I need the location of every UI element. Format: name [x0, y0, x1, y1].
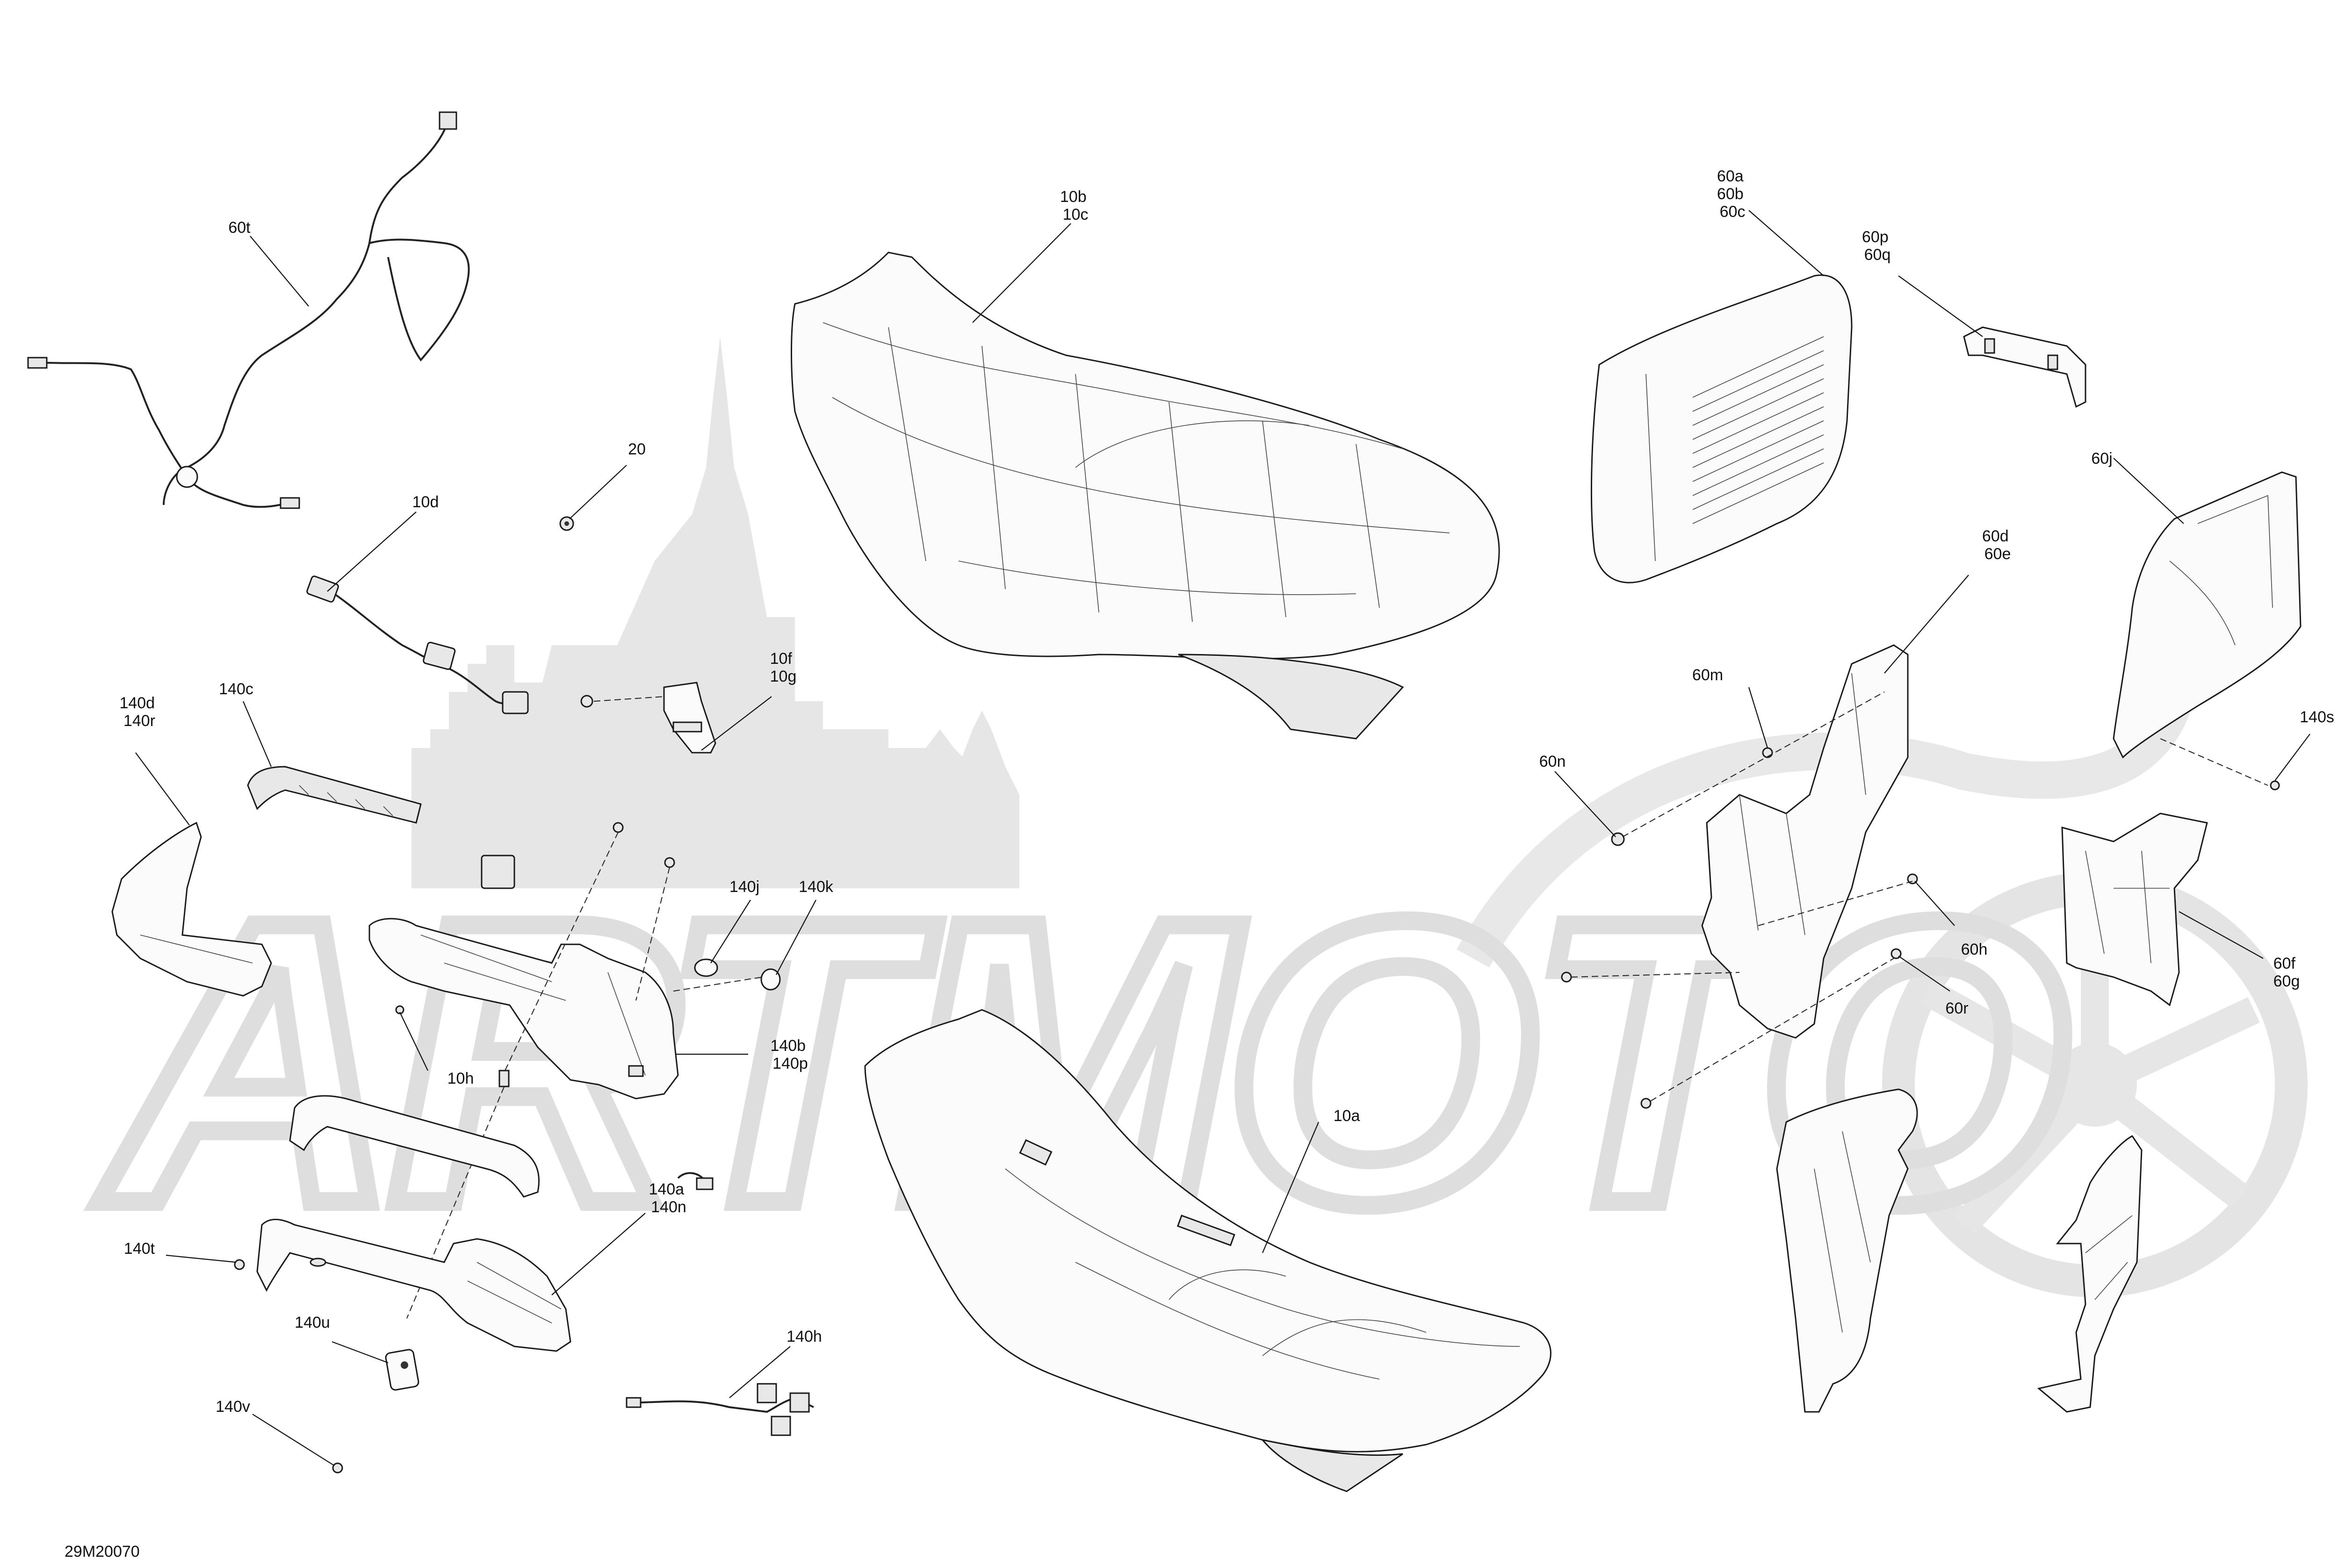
screw-140v: [332, 1462, 343, 1474]
armrest-140b: [368, 918, 679, 1100]
harness-140h: [626, 1383, 814, 1436]
cap-140u: [385, 1349, 419, 1391]
harness-60t: [27, 111, 470, 509]
clip-60p: [1963, 326, 2086, 408]
label-20: 20: [628, 440, 646, 458]
plug-140k: [673, 968, 781, 992]
label-140r: 140r: [123, 712, 155, 730]
label-60e: 60e: [1984, 545, 2011, 563]
label-140a: 140a: [649, 1180, 684, 1198]
label-140k: 140k: [799, 878, 834, 896]
svg-text:60t: 60t: [228, 219, 251, 237]
label-60f: 60f: [2273, 955, 2296, 972]
label-140t: 140t: [124, 1240, 155, 1258]
svg-text:140u: 140u: [295, 1314, 330, 1331]
svg-text:140c: 140c: [219, 680, 253, 698]
screw-140t: [234, 1259, 245, 1270]
label-60t: 60t: [228, 219, 251, 237]
svg-text:60m: 60m: [1692, 666, 1723, 684]
label-60h: 60h: [1961, 941, 1988, 958]
grip-140c: [247, 766, 422, 824]
label-140c: 140c: [219, 680, 253, 698]
leader-lines: [135, 210, 2310, 1466]
svg-text:140a 140n: 140a 140n: [649, 1180, 688, 1216]
svg-text:60j: 60j: [2091, 450, 2112, 468]
handle-upper-rail: [289, 1095, 540, 1198]
label-60m: 60m: [1692, 666, 1723, 684]
svg-text:10h: 10h: [447, 1070, 474, 1087]
label-140d: 140d: [119, 694, 155, 712]
bracket-60d: [1701, 644, 1909, 1039]
label-140s: 140s: [2300, 708, 2334, 726]
fasteners-10h: [395, 822, 675, 1319]
fasteners-60: [1561, 691, 2280, 1109]
svg-text:10a: 10a: [1334, 1107, 1360, 1125]
svg-text:140v: 140v: [216, 1398, 250, 1416]
label-10c: 10c: [1063, 206, 1089, 223]
svg-text:10d: 10d: [412, 493, 439, 511]
bracket-10f: [580, 682, 716, 754]
label-60n: 60n: [1539, 753, 1566, 770]
svg-text:10b 10c: 10b 10c: [1060, 188, 1091, 223]
seatpan-10a: [864, 1009, 1551, 1492]
label-140b: 140b: [770, 1037, 806, 1055]
label-60d: 60d: [1982, 527, 2009, 545]
panel-lower-left: [1776, 1088, 1918, 1413]
label-60a: 60a: [1717, 167, 1744, 185]
label-60g: 60g: [2273, 972, 2300, 990]
bracket-60f: [2061, 738, 2268, 1007]
label-140h: 140h: [787, 1328, 822, 1345]
screw-20: [559, 516, 574, 531]
label-60q: 60q: [1864, 246, 1891, 264]
label-10d: 10d: [412, 493, 439, 511]
label-10g: 10g: [770, 668, 797, 685]
panel-lower-right: [2037, 1135, 2143, 1413]
svg-text:140d 140r: 140d 140r: [119, 694, 159, 730]
svg-text:60r: 60r: [1945, 1000, 1968, 1017]
svg-text:60f 60g: 60f 60g: [2273, 955, 2300, 990]
label-140u: 140u: [295, 1314, 330, 1331]
label-140p: 140p: [772, 1055, 808, 1072]
svg-text:140b 140p: 140b 140p: [770, 1037, 810, 1072]
svg-text:60n: 60n: [1539, 753, 1566, 770]
label-10h: 10h: [447, 1070, 474, 1087]
plug-140j: [694, 958, 718, 977]
svg-text:140j: 140j: [729, 878, 759, 896]
backrest-60a: [1590, 274, 1853, 583]
label-60j: 60j: [2091, 450, 2112, 468]
label-60r: 60r: [1945, 1000, 1968, 1017]
svg-text:29M20070: 29M20070: [65, 1543, 140, 1561]
seat-10b: [791, 252, 1500, 740]
panel-60j: [2113, 471, 2302, 759]
part-labels: 60t 20 10d 10b 10c 10f 10g 140d 140r 140…: [65, 167, 2334, 1561]
svg-text:60d 60e: 60d 60e: [1982, 527, 2013, 563]
svg-text:60a 60b 60c: 60a 60b 60c: [1717, 167, 1748, 221]
svg-text:10f 10g: 10f 10g: [770, 650, 797, 685]
label-10b: 10b: [1060, 188, 1087, 206]
label-10f: 10f: [770, 650, 793, 668]
label-140n: 140n: [651, 1198, 686, 1216]
label-10a: 10a: [1334, 1107, 1360, 1125]
svg-text:60h: 60h: [1961, 941, 1988, 958]
label-60b: 60b: [1717, 185, 1744, 203]
svg-text:140k: 140k: [799, 878, 834, 896]
svg-text:20: 20: [628, 440, 646, 458]
handle-140a: [256, 1218, 571, 1352]
sensor-small: [677, 1172, 714, 1190]
svg-text:140h: 140h: [787, 1328, 822, 1345]
svg-text:60p 60q: 60p 60q: [1862, 228, 1893, 264]
label-60c: 60c: [1720, 203, 1746, 221]
svg-text:140t: 140t: [124, 1240, 155, 1258]
svg-text:140s: 140s: [2300, 708, 2334, 726]
label-140j: 140j: [729, 878, 759, 896]
label-140v: 140v: [216, 1398, 250, 1416]
endcap-140d: [111, 821, 272, 997]
harness-10d: [306, 575, 529, 714]
connector-block: [481, 855, 515, 889]
label-60p: 60p: [1862, 228, 1889, 246]
drawing-number: 29M20070: [65, 1543, 140, 1561]
